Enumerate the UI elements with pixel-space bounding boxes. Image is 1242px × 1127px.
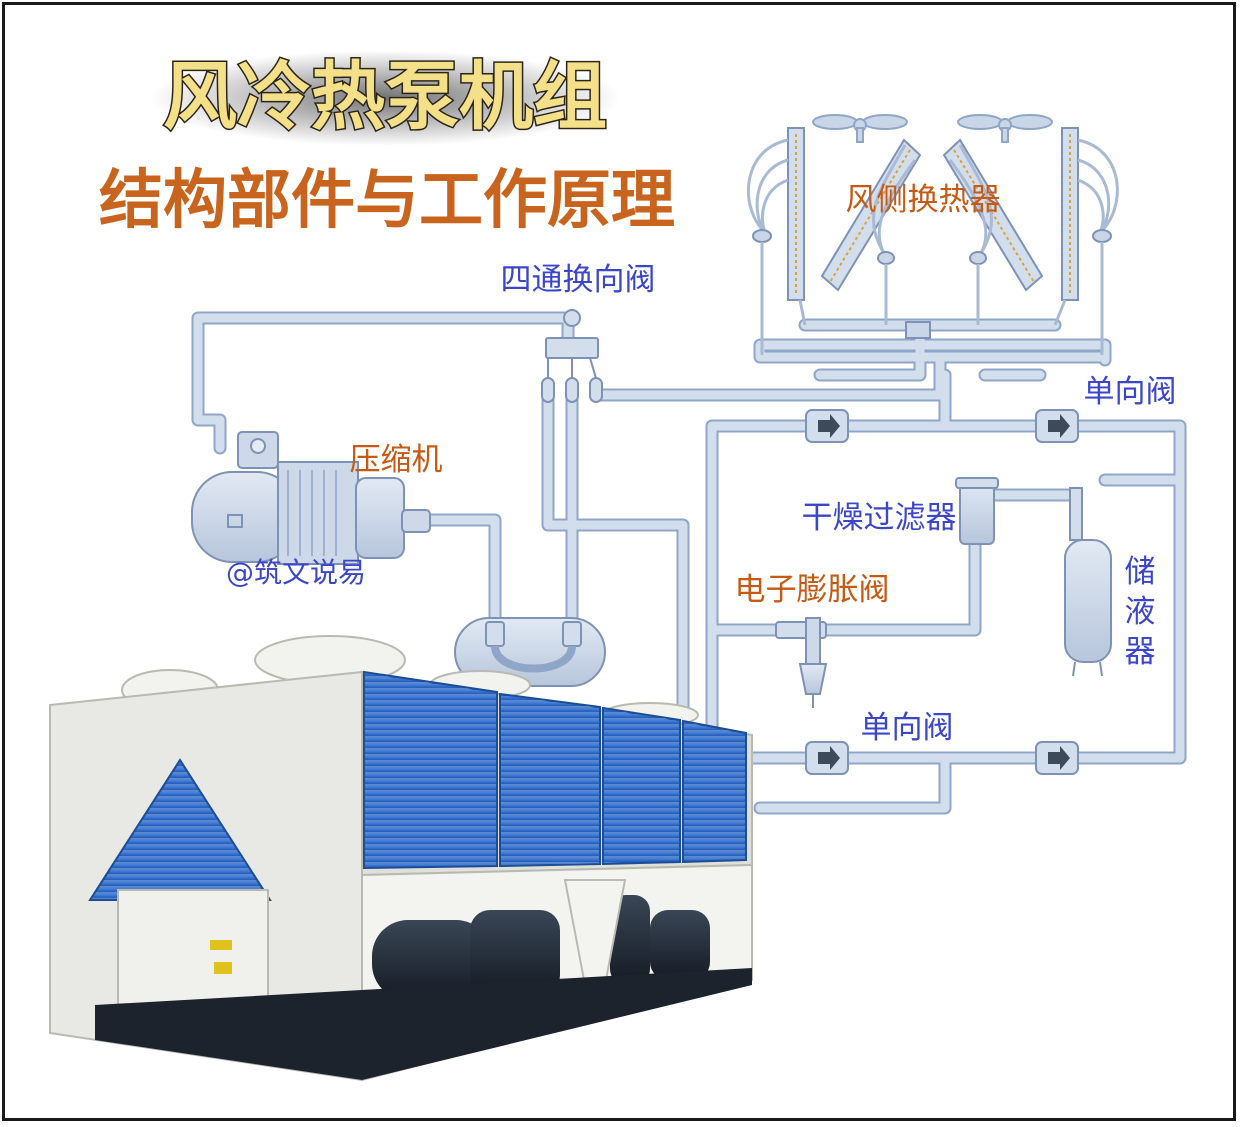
check-valve [1035,741,1079,775]
label-receiver-3: 器 [1125,634,1156,670]
check-valve [805,409,849,443]
compressor [191,431,431,565]
label-expansion-valve: 电子膨胀阀 [735,572,890,608]
label-receiver-1: 储 [1125,554,1156,590]
sub-title: 结构部件与工作原理 [99,164,675,238]
label-four-way-valve: 四通换向阀 [501,262,656,298]
label-check-valve-bottom: 单向阀 [861,710,954,746]
component-labels: 四通换向阀 风侧换热器 单向阀 压缩机 干燥过滤器 电子膨胀阀 单向阀 储 液 … [226,182,1177,746]
title-block: 风冷热泵机组 结构部件与工作原理 [99,50,675,238]
label-air-side-exchanger: 风侧换热器 [846,182,1001,218]
check-valve [805,741,849,775]
label-compressor: 压缩机 [350,442,443,478]
main-title: 风冷热泵机组 [163,54,607,140]
check-valves [805,409,1079,775]
expansion-valve [775,617,828,708]
four-way-valve [541,309,603,403]
label-check-valve-top: 单向阀 [1084,374,1177,410]
check-valve [1035,409,1079,443]
chiller-unit-illustration [49,635,753,1082]
watermark: @筑文说易 [226,556,366,589]
label-dryer-filter: 干燥过滤器 [802,500,957,536]
dryer-filter [955,477,999,545]
receiver-tank [1064,487,1112,677]
air-side-heat-exchanger [746,114,1119,355]
label-receiver-2: 液 [1125,594,1156,630]
separator-tank [454,617,606,687]
fan-icon [812,114,1053,143]
